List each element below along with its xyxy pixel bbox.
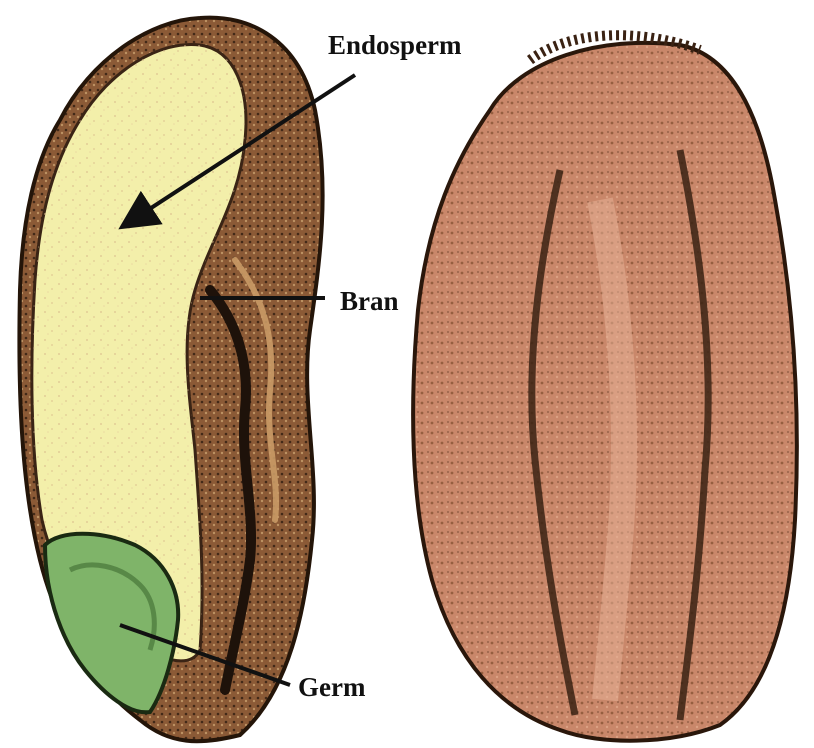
germ-region	[45, 534, 178, 713]
germ-label: Germ	[298, 672, 366, 702]
endosperm-label: Endosperm	[328, 30, 462, 60]
whole-kernel	[413, 35, 797, 740]
bran-label: Bran	[340, 286, 399, 316]
